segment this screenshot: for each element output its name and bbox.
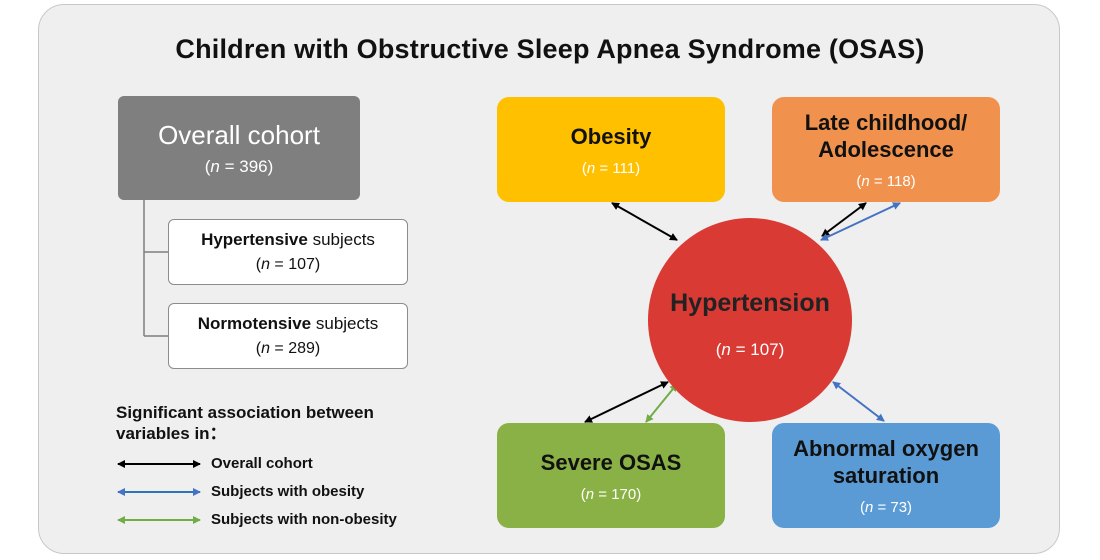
severe-osas-label: Severe OSAS [540, 449, 682, 475]
normotensive-subjects-n: (n = 289) [255, 340, 321, 357]
hypertensive-subjects-box: Hypertensive subjects (n = 107) [168, 219, 408, 285]
late-childhood-n: (n = 118) [856, 173, 916, 190]
severe-osas-box: Severe OSAS (n = 170) [497, 423, 725, 528]
late-childhood-box: Late childhood/Adolescence (n = 118) [772, 97, 1000, 202]
overall-cohort-n: (n = 396) [204, 156, 274, 176]
diagram-title: Children with Obstructive Sleep Apnea Sy… [175, 34, 925, 64]
overall-cohort-label: Overall cohort [158, 119, 320, 150]
late-childhood-label: Late childhood/Adolescence [804, 110, 968, 162]
arrow-abnormal-blue [832, 381, 885, 422]
hypertension-label: Hypertension [670, 288, 830, 317]
arrow-severe-black [584, 381, 669, 423]
abnormal-oxygen-n: (n = 73) [859, 499, 913, 516]
hypertensive-subjects-label: Hypertensive subjects [201, 230, 375, 249]
obesity-box: Obesity (n = 111) [497, 97, 725, 202]
tree-connector [143, 200, 168, 337]
normotensive-subjects-label: Normotensive subjects [197, 314, 379, 333]
normotensive-subjects-box: Normotensive subjects (n = 289) [168, 303, 408, 369]
obesity-n: (n = 111) [581, 159, 641, 177]
hypertension-circle: Hypertension (n = 107) [648, 218, 852, 422]
legend-item-non-obesity: Subjects with non-obesity [211, 511, 397, 528]
severe-osas-n: (n = 170) [580, 485, 642, 503]
arrow-obesity-black [611, 202, 678, 241]
obesity-label: Obesity [570, 123, 652, 149]
overall-cohort-box: Overall cohort (n = 396) [118, 96, 360, 200]
arrow-late-blue [820, 202, 901, 241]
legend-item-obesity: Subjects with obesity [211, 483, 365, 500]
legend-item-overall-cohort: Overall cohort [211, 455, 313, 472]
arrow-severe-green [645, 383, 678, 423]
hypertension-n: (n = 107) [715, 339, 785, 359]
hypertensive-subjects-n: (n = 107) [255, 256, 321, 273]
arrow-late-black [821, 202, 867, 237]
